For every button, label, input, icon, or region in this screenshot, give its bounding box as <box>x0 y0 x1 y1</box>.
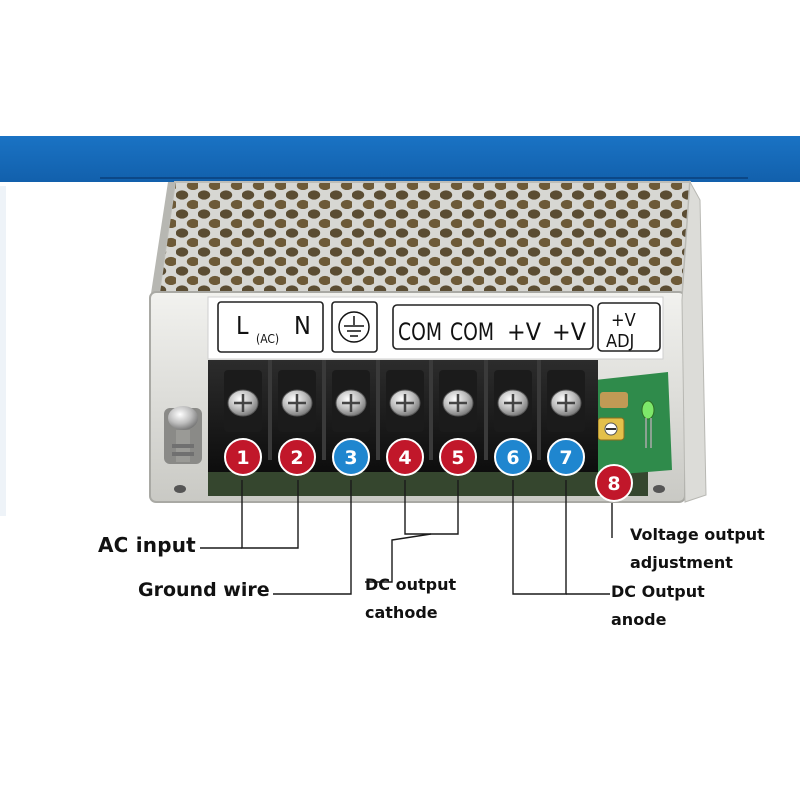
terminal-badge: 8 <box>595 464 633 502</box>
terminal-badge-number: 2 <box>290 447 303 469</box>
side-panel <box>0 186 6 516</box>
voltage-adjust-line-2: adjustment <box>630 553 733 572</box>
label-com-2: COM <box>450 318 494 346</box>
terminal-badge-number: 6 <box>506 447 519 469</box>
terminal-badge-number: 4 <box>398 447 411 469</box>
terminal-screw-icon[interactable] <box>484 360 532 460</box>
ground-wire-connector <box>273 480 352 595</box>
label-v-1: +V <box>507 318 541 346</box>
label-adj-top: +V <box>611 310 636 331</box>
voltage-adjust-label: Voltage output adjustment <box>630 521 765 577</box>
label-ac: (AC) <box>256 332 279 346</box>
terminal-screw-icon[interactable] <box>224 370 262 432</box>
label-n: N <box>294 311 311 340</box>
terminal-block <box>208 360 598 472</box>
dc-cathode-line-1: DC output <box>365 575 457 594</box>
terminal-badge-number: 5 <box>451 447 464 469</box>
dc-anode-line-2: anode <box>611 610 667 629</box>
terminal-badge: 2 <box>278 438 316 476</box>
label-v-2: +V <box>552 318 586 346</box>
terminal-badge-number: 7 <box>559 447 572 469</box>
earth-ground-icon <box>338 311 370 343</box>
callout-lines <box>200 480 613 595</box>
terminal-badge: 4 <box>386 438 424 476</box>
dc-cathode-line-2: cathode <box>365 603 438 622</box>
terminal-badge: 6 <box>494 438 532 476</box>
terminal-badge: 5 <box>439 438 477 476</box>
voltage-adjust-line-1: Voltage output <box>630 525 765 544</box>
dc-cathode-connector <box>404 480 459 535</box>
terminal-badges: 1 2 3 4 5 6 7 8 <box>224 438 633 502</box>
ground-wire-label: Ground wire <box>138 579 270 601</box>
pcb-board <box>595 372 672 476</box>
terminal-screw-icon[interactable] <box>322 360 370 460</box>
dc-cathode-label: DC output cathode <box>365 571 456 627</box>
dc-anode-label: DC Output anode <box>611 578 705 634</box>
terminal-label-plate: L (AC) N COM COM +V +V +V ADJ <box>207 296 664 360</box>
label-adj-bottom: ADJ <box>606 331 634 352</box>
terminal-screw-icon[interactable] <box>537 360 585 460</box>
terminal-badge: 3 <box>332 438 370 476</box>
terminal-badge: 1 <box>224 438 262 476</box>
led-indicator-icon <box>641 400 655 420</box>
terminal-screw-icon[interactable] <box>268 360 316 460</box>
label-com-1: COM <box>398 318 442 346</box>
terminal-badge-number: 1 <box>236 447 249 469</box>
terminal-badge-number: 3 <box>344 447 357 469</box>
terminal-badge-number: 8 <box>607 473 620 495</box>
dc-anode-line-1: DC Output <box>611 582 705 601</box>
mounting-screw <box>164 406 202 464</box>
terminal-screw-icon[interactable] <box>429 360 477 460</box>
terminal-screw-icon[interactable] <box>376 360 424 460</box>
dc-anode-connector <box>512 480 567 595</box>
blue-banner <box>0 136 800 182</box>
terminal-badge: 7 <box>547 438 585 476</box>
ac-input-connector <box>241 480 299 549</box>
ac-input-label: AC input <box>98 533 196 557</box>
label-l: L <box>236 311 249 340</box>
